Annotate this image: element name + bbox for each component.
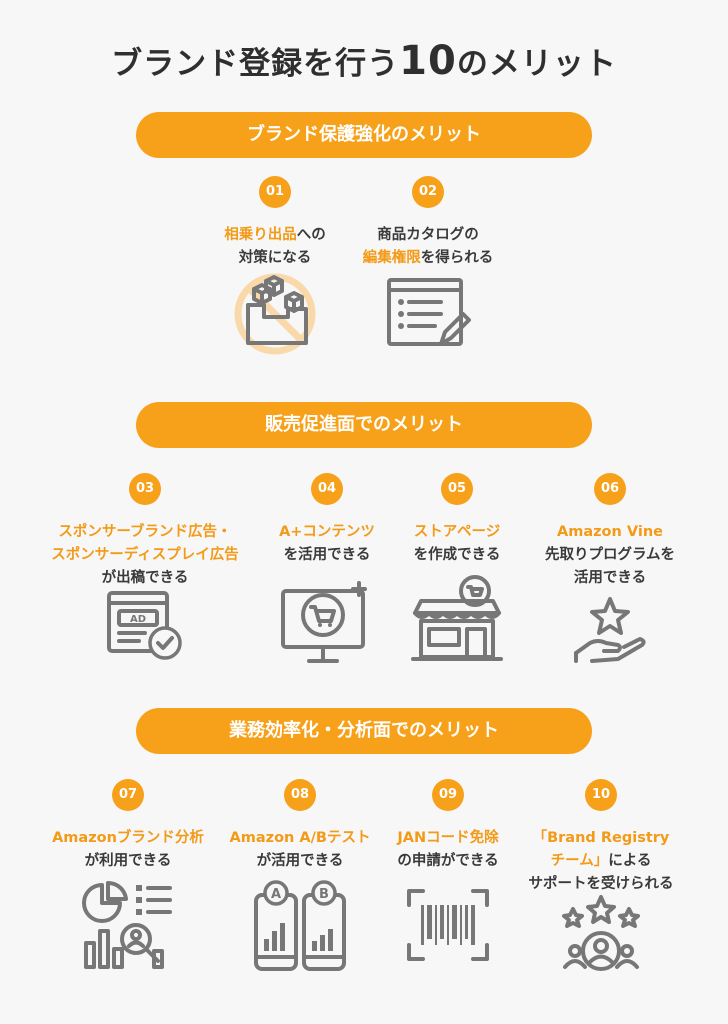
benefit-label: 商品カタログの編集権限を得られる: [328, 224, 528, 270]
label-text: 商品カタログの: [377, 227, 479, 243]
label-text: による: [608, 853, 652, 869]
benefit-label-line: 相乗り出品への: [175, 224, 375, 247]
benefit-label-line: 商品カタログの: [328, 224, 528, 247]
analytics-icon: [82, 880, 172, 969]
benefit-label-line: の申請ができる: [348, 850, 548, 873]
highlight-text: 「Brand Registry: [532, 830, 670, 846]
label-text: への: [296, 227, 326, 243]
benefit-label-line: が活用できる: [200, 850, 400, 873]
label-text: 対策になる: [238, 250, 312, 266]
barcode-icon: [407, 889, 489, 961]
benefit-label-line: 「Brand Registry: [501, 827, 701, 850]
label-text: サポートを受けられる: [528, 876, 674, 892]
svg-text:AD: AD: [130, 614, 146, 625]
benefit-number: 07: [112, 779, 144, 811]
monitor-cart-icon: [281, 581, 367, 663]
benefit-label-line: Amazonブランド分析: [28, 827, 228, 850]
benefit-label-line: 先取りプログラムを: [510, 544, 710, 567]
page-title: ブランド登録を行う10のメリット: [111, 38, 617, 84]
benefit-label-line: スポンサーブランド広告・: [45, 521, 245, 544]
benefit-item-05: 05 ストアページを作成できる: [357, 473, 557, 661]
highlight-text: 相乗り出品: [224, 227, 297, 243]
benefit-label-line: 編集権限を得られる: [328, 247, 528, 270]
support-team-icon: [562, 895, 640, 971]
benefit-label-line: スポンサーディスプレイ広告: [45, 544, 245, 567]
benefit-label-line: Amazon A/Bテスト: [200, 827, 400, 850]
benefit-item-07: 07 Amazonブランド分析が利用できる: [28, 779, 228, 969]
benefit-item-02: 02 商品カタログの編集権限を得られる: [328, 176, 528, 346]
benefit-label: ストアページを作成できる: [357, 521, 557, 567]
section-banner-brand-protection: ブランド保護強化のメリット: [136, 112, 592, 158]
benefit-label: Amazon Vine 先取りプログラムを活用できる: [510, 521, 710, 590]
highlight-text: 編集権限: [362, 250, 421, 266]
section-banner-sales-promotion: 販売促進面でのメリット: [136, 402, 592, 448]
highlight-text: Amazon Vine: [557, 524, 663, 540]
benefit-label-line: が出稿できる: [45, 567, 245, 590]
label-text: を作成できる: [413, 547, 501, 563]
benefit-label-line: を作成できる: [357, 544, 557, 567]
label-text: が利用できる: [84, 853, 172, 869]
ad-approved-icon: AD: [107, 591, 182, 660]
benefit-label-line: A+コンテンツ: [227, 521, 427, 544]
label-text: が出稿できる: [101, 570, 189, 586]
benefit-number: 04: [311, 473, 343, 505]
benefit-label-line: サポートを受けられる: [501, 873, 701, 896]
highlight-text: A+コンテンツ: [279, 524, 375, 540]
svg-text:B: B: [319, 887, 329, 902]
svg-text:A: A: [271, 887, 281, 902]
benefit-item-09: 09 JANコード免除の申請ができる: [348, 779, 548, 961]
highlight-text: JANコード免除: [397, 830, 499, 846]
benefit-number: 03: [129, 473, 161, 505]
benefit-item-10: 10 「Brand Registry チーム」によるサポートを受けられる: [501, 779, 701, 971]
highlight-text: Amazonブランド分析: [52, 830, 204, 846]
no-packages-icon: [234, 273, 316, 355]
benefit-number: 06: [594, 473, 626, 505]
benefit-label-line: が利用できる: [28, 850, 228, 873]
benefit-label-line: 活用できる: [510, 567, 710, 590]
benefit-label-line: 対策になる: [175, 247, 375, 270]
label-text: 先取りプログラムを: [544, 547, 676, 563]
benefit-number: 05: [441, 473, 473, 505]
benefit-label: 相乗り出品への対策になる: [175, 224, 375, 270]
benefit-number: 09: [432, 779, 464, 811]
highlight-text: スポンサーブランド広告・: [58, 524, 232, 540]
benefit-number: 01: [259, 176, 291, 208]
benefit-number: 08: [284, 779, 316, 811]
benefit-number: 02: [412, 176, 444, 208]
benefit-label: Amazon A/Bテストが活用できる: [200, 827, 400, 873]
storefront-icon: [411, 575, 503, 661]
benefit-label: スポンサーブランド広告・スポンサーディスプレイ広告が出稿できる: [45, 521, 245, 590]
benefit-label-line: Amazon Vine: [510, 521, 710, 544]
benefit-label: Amazonブランド分析が利用できる: [28, 827, 228, 873]
label-text: 活用できる: [573, 570, 647, 586]
hand-star-icon: [574, 597, 646, 663]
highlight-text: Amazon A/Bテスト: [229, 830, 371, 846]
benefit-item-03: 03 スポンサーブランド広告・スポンサーディスプレイ広告が出稿できる AD: [45, 473, 245, 660]
section-banner-efficiency-analysis: 業務効率化・分析面でのメリット: [136, 708, 592, 754]
benefit-label: JANコード免除の申請ができる: [348, 827, 548, 873]
label-text: が活用できる: [256, 853, 344, 869]
label-text: を活用できる: [283, 547, 371, 563]
ab-test-icon: A B: [254, 880, 346, 971]
benefit-label-line: を活用できる: [227, 544, 427, 567]
benefit-item-06: 06 Amazon Vine 先取りプログラムを活用できる: [510, 473, 710, 663]
benefit-item-08: 08 Amazon A/Bテストが活用できる A B: [200, 779, 400, 971]
benefit-label-line: JANコード免除: [348, 827, 548, 850]
benefit-label-line: ストアページ: [357, 521, 557, 544]
benefit-item-01: 01 相乗り出品への対策になる: [175, 176, 375, 355]
label-text: を得られる: [420, 250, 494, 266]
label-text: の申請ができる: [397, 853, 499, 869]
benefit-label: 「Brand Registry チーム」によるサポートを受けられる: [501, 827, 701, 896]
benefit-label: A+コンテンツを活用できる: [227, 521, 427, 567]
highlight-text: スポンサーディスプレイ広告: [51, 547, 239, 563]
benefit-number: 10: [585, 779, 617, 811]
benefit-label-line: チーム」による: [501, 850, 701, 873]
highlight-text: ストアページ: [413, 524, 501, 540]
catalog-edit-icon: [387, 278, 471, 346]
highlight-text: チーム」: [550, 853, 609, 869]
benefit-item-04: 04 A+コンテンツを活用できる: [227, 473, 427, 663]
